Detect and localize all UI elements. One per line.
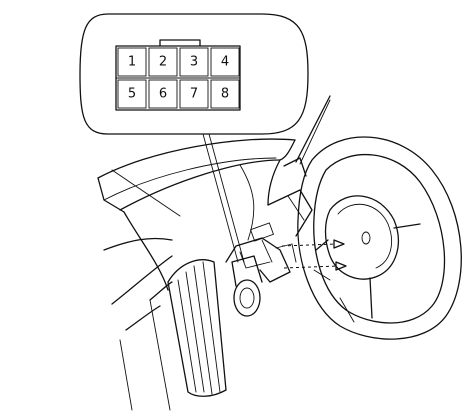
steering-wheel <box>297 136 462 340</box>
air-vent <box>119 259 227 411</box>
pin-label: 5 <box>128 87 136 102</box>
pin-label: 4 <box>221 55 229 70</box>
connector-lock-tab <box>159 39 201 47</box>
pin-label: 2 <box>159 55 167 70</box>
pin-label: 1 <box>128 55 136 70</box>
pin-cell <box>179 79 209 109</box>
pin-label: 7 <box>190 87 198 102</box>
combination-switch <box>225 222 297 317</box>
pin-row-1: 1 2 3 4 <box>117 47 240 77</box>
callout-bubble <box>79 13 309 135</box>
dashboard-panel <box>97 138 296 305</box>
connector-callout: 1 2 3 4 5 6 7 8 <box>79 13 309 135</box>
leader-line <box>202 133 245 263</box>
pin-row-2: 5 6 7 8 <box>117 79 240 109</box>
pin-cell <box>148 79 178 109</box>
steering-column <box>267 95 331 237</box>
pin-label: 6 <box>159 87 167 102</box>
pin-label: 8 <box>221 87 229 102</box>
pin-cell <box>210 47 240 77</box>
pin-cell <box>117 47 147 77</box>
pin-cell <box>117 79 147 109</box>
pin-cell <box>179 47 209 77</box>
pin-label: 3 <box>190 55 198 70</box>
pin-cell <box>210 79 240 109</box>
pin-cell <box>148 47 178 77</box>
